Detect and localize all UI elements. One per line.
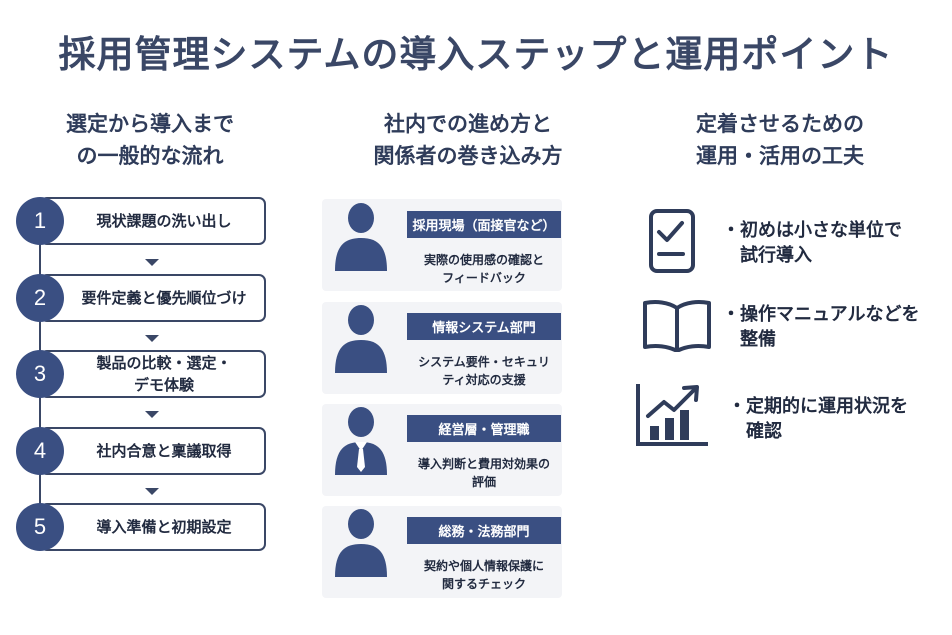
role-label-general-legal: 総務・法務部門 bbox=[407, 517, 561, 544]
person-icon bbox=[335, 203, 387, 271]
tip-regular-review: ・定期的に運用状況を 確認 bbox=[728, 396, 908, 442]
step-5-number: 5 bbox=[16, 503, 64, 551]
role-desc-it-department: システム要件・セキュリティ対応の支援 bbox=[418, 355, 550, 387]
steps-heading: 選定から導入まで の一般的な流れ bbox=[66, 112, 234, 168]
step-arrow-down-icon bbox=[145, 259, 159, 266]
step-4: 社内合意と稟議取得 bbox=[40, 427, 266, 475]
person-icon bbox=[335, 509, 387, 577]
step-1: 現状課題の洗い出し bbox=[40, 197, 266, 245]
step-1-number: 1 bbox=[16, 197, 64, 245]
role-label-recruiting-field: 採用現場（面接官など） bbox=[407, 211, 561, 238]
roles-heading: 社内での進め方と 関係者の巻き込み方 bbox=[373, 112, 563, 168]
step-arrow-down-icon bbox=[145, 488, 159, 495]
step-2: 要件定義と優先順位づけ bbox=[40, 274, 266, 322]
step-2-number: 2 bbox=[16, 274, 64, 322]
step-4-number: 4 bbox=[16, 427, 64, 475]
manual-book-icon bbox=[643, 300, 711, 352]
role-label-management: 経営層・管理職 bbox=[407, 415, 561, 442]
step-3: 製品の比較・選定・デモ体験 bbox=[40, 350, 266, 398]
step-arrow-down-icon bbox=[145, 411, 159, 418]
tip-pilot-introduction: ・初めは小さな単位で 試行導入 bbox=[722, 220, 902, 266]
step-5: 導入準備と初期設定 bbox=[40, 503, 266, 551]
role-label-it-department: 情報システム部門 bbox=[407, 313, 561, 340]
person-icon bbox=[335, 305, 387, 373]
step-3-number: 3 bbox=[16, 350, 64, 398]
role-desc-recruiting-field: 実際の使用感の確認とフィードバック bbox=[423, 253, 544, 285]
page-title: 採用管理システムの導入ステップと運用ポイント bbox=[58, 33, 894, 76]
role-desc-management: 導入判断と費用対効果の評価 bbox=[417, 457, 550, 489]
growth-chart-icon bbox=[636, 384, 708, 446]
tip-prepare-manual: ・操作マニュアルなどを 整備 bbox=[722, 304, 920, 350]
tips-heading: 定着させるための 運用・活用の工夫 bbox=[696, 112, 864, 168]
step-arrow-down-icon bbox=[145, 335, 159, 342]
person-tie-icon bbox=[335, 407, 387, 475]
checklist-icon bbox=[649, 209, 695, 273]
role-desc-general-legal: 契約や個人情報保護に関するチェック bbox=[423, 559, 544, 591]
